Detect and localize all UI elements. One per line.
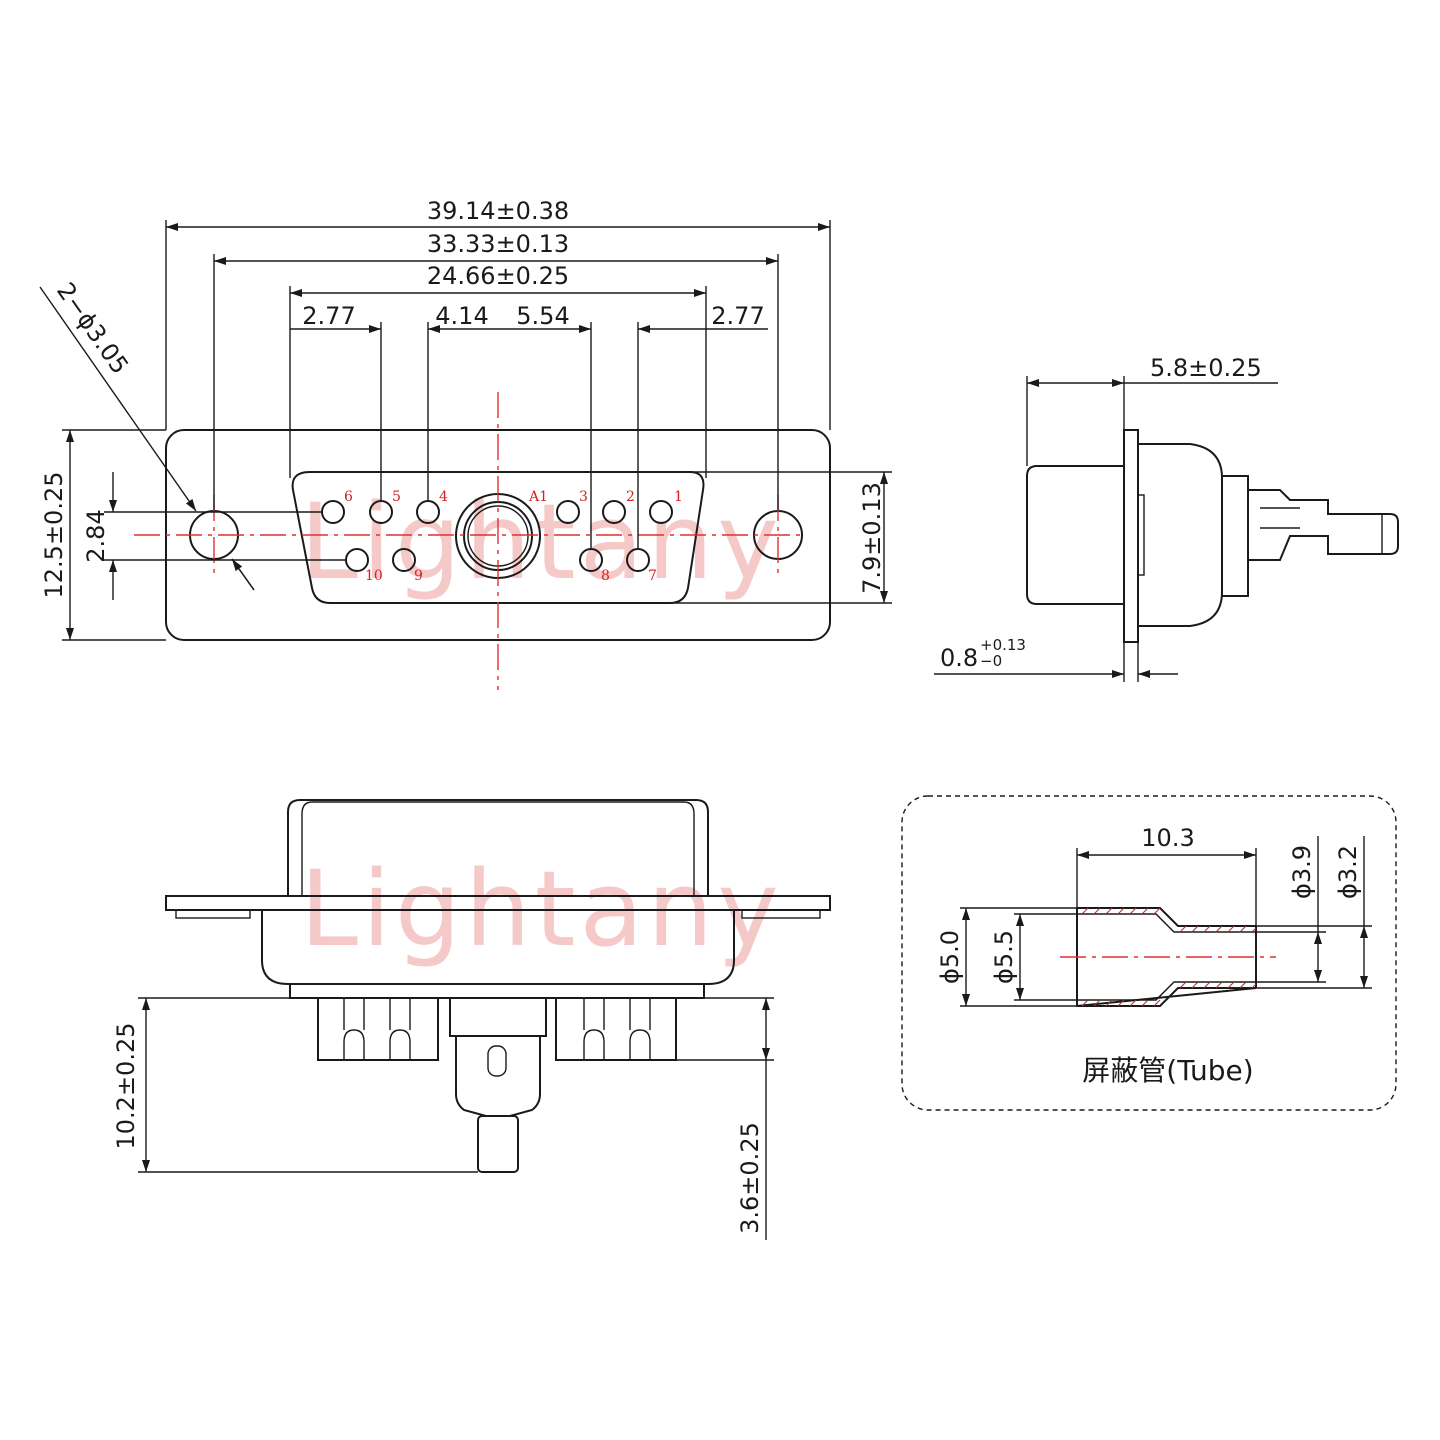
bottom-flange xyxy=(165,895,831,911)
dim-label-pitch-center-right: 5.54 xyxy=(516,302,569,330)
side-view: 5.8±0.25 0.8 +0.13 −0 xyxy=(934,354,1399,682)
dim-label-d-inner-small: ϕ3.2 xyxy=(1334,845,1362,899)
bottom-d-shell-inner xyxy=(301,801,695,896)
leader-mount-hole xyxy=(39,286,197,512)
tube-wall-hatch xyxy=(1081,907,1257,1007)
coax-rear-collar xyxy=(449,997,547,1037)
dim-label-pitch-right: 2.77 xyxy=(711,302,764,330)
side-rear-insulator xyxy=(1137,443,1223,627)
dim-label-tail-length: 3.6±0.25 xyxy=(736,1122,764,1234)
hatch-bottom xyxy=(1081,981,1257,1007)
pin-label-2: 2 xyxy=(626,489,635,505)
pin-9 xyxy=(392,548,416,572)
pin-2 xyxy=(602,500,626,524)
hatch-top xyxy=(1081,907,1257,933)
pin-5 xyxy=(369,500,393,524)
dim-label-d-outer-large: ϕ5.0 xyxy=(936,930,964,984)
dim-label-flange-height: 12.5±0.25 xyxy=(40,472,68,599)
contact-tail xyxy=(389,1029,411,1060)
pin-8 xyxy=(579,548,603,572)
contact-tail xyxy=(343,1029,365,1060)
pin-4 xyxy=(416,500,440,524)
pin-label-7: 7 xyxy=(648,568,657,584)
bottom-d-shell xyxy=(287,799,709,896)
pin-label-1: 1 xyxy=(674,489,683,505)
dim-label-shell-height: 7.9±0.13 xyxy=(858,482,886,594)
pin-label-6: 6 xyxy=(344,489,353,505)
dim-label-pitch-center-left: 4.14 xyxy=(435,302,488,330)
tube-detail-frame xyxy=(901,795,1397,1111)
dim-label-row-spacing: 2.84 xyxy=(82,509,110,562)
coax-rear-slot xyxy=(487,1045,507,1077)
pin-3 xyxy=(556,500,580,524)
bottom-insulator xyxy=(289,983,705,999)
dim-label-shell-width: 24.66±0.25 xyxy=(427,262,569,290)
pin-1 xyxy=(649,500,673,524)
dim-label-flange-thickness: 0.8 xyxy=(940,644,978,672)
contact-block-left xyxy=(317,997,439,1061)
dim-label-mount-span: 33.33±0.13 xyxy=(427,230,569,258)
side-rear-boss xyxy=(1221,475,1249,597)
pin-label-5: 5 xyxy=(392,489,401,505)
dim-label-overall-width: 39.14±0.38 xyxy=(427,197,569,225)
side-body xyxy=(1026,465,1125,605)
dim-label-pitch-left: 2.77 xyxy=(302,302,355,330)
leader-mount-hole-arrow xyxy=(231,558,255,591)
contact-tail xyxy=(629,1029,651,1060)
bottom-flange-tab-left xyxy=(175,909,251,919)
dim-label-mount-hole: 2−ϕ3.05 xyxy=(51,277,134,379)
contact-tail xyxy=(583,1029,605,1060)
front-view: 6 5 4 A1 3 2 1 10 9 8 7 39.14±0.38 33.33… xyxy=(39,197,892,690)
coax-rear-pin xyxy=(477,1115,519,1173)
pin-label-a1: A1 xyxy=(528,489,548,505)
side-flange xyxy=(1123,429,1139,643)
bottom-view: 10.2±0.25 3.6±0.25 xyxy=(112,799,831,1240)
pin-label-9: 9 xyxy=(414,568,423,584)
dim-label-contact-length: 10.2±0.25 xyxy=(112,1023,140,1150)
side-coax-tail xyxy=(1248,489,1399,561)
pin-7 xyxy=(626,548,650,572)
pin-label-4: 4 xyxy=(439,489,448,505)
dim-label-d-inner-large: ϕ5.5 xyxy=(990,930,1018,984)
dim-label-flange-tol-lower: −0 xyxy=(980,652,1002,670)
pin-label-3: 3 xyxy=(579,489,588,505)
pin-label-10: 10 xyxy=(365,568,383,584)
tube-caption: 屏蔽管(Tube) xyxy=(1082,1054,1253,1087)
dim-label-tube-length: 10.3 xyxy=(1141,824,1194,852)
dim-label-flange-tol-upper: +0.13 xyxy=(980,636,1026,654)
bottom-flange-tab-right xyxy=(741,909,821,919)
pin-label-8: 8 xyxy=(601,568,610,584)
dim-label-depth: 5.8±0.25 xyxy=(1150,354,1262,382)
dim-label-d-outer-small: ϕ3.9 xyxy=(1288,845,1316,899)
tube-inner xyxy=(1077,913,1256,1001)
tube-detail: 10.3 ϕ5.0 ϕ5.5 ϕ3.9 ϕ3.2 屏蔽管(Tube) xyxy=(901,795,1397,1111)
contact-block-right xyxy=(555,997,677,1061)
